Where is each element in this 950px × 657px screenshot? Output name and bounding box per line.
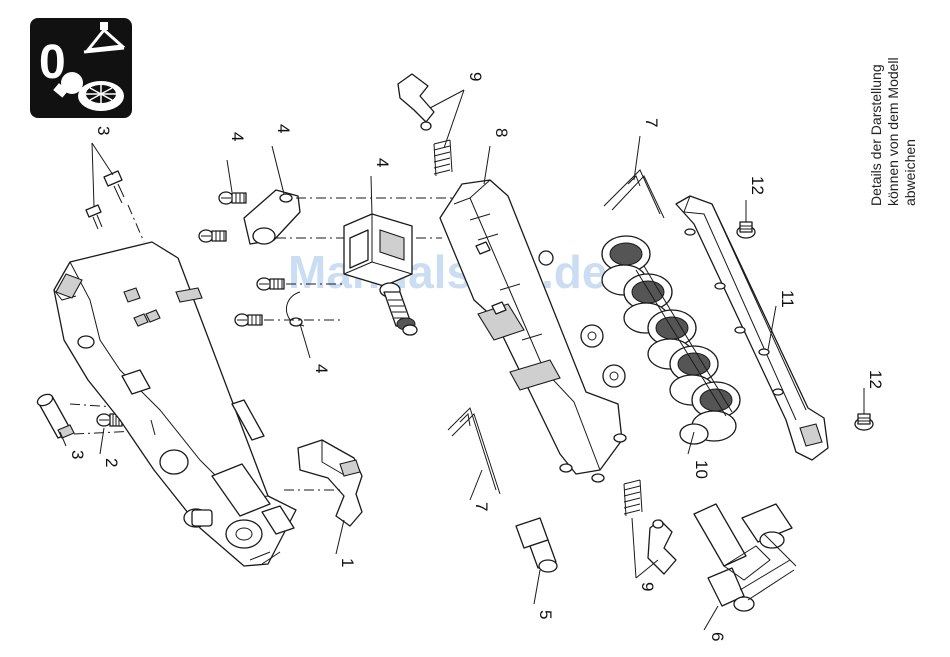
label-4-clip: 4 bbox=[312, 364, 331, 373]
label-1: 1 bbox=[338, 558, 357, 567]
label-9-top: 9 bbox=[466, 72, 485, 81]
label-3-top: 3 bbox=[94, 126, 113, 135]
note-line-1: Details der Darstellung bbox=[868, 64, 884, 206]
part-3-screws bbox=[86, 171, 144, 242]
label-2: 2 bbox=[102, 458, 121, 467]
label-7-top: 7 bbox=[642, 118, 661, 127]
part-6-truck bbox=[694, 504, 796, 611]
label-7-bottom: 7 bbox=[472, 502, 491, 511]
label-11: 11 bbox=[778, 290, 797, 308]
label-4-bracket: 4 bbox=[274, 124, 293, 133]
label-6: 6 bbox=[708, 632, 727, 641]
function-badge: 0 bbox=[30, 18, 132, 118]
label-12-bottom: 12 bbox=[866, 370, 885, 389]
part-5-lamp bbox=[516, 518, 557, 572]
label-4-screw: 4 bbox=[228, 132, 247, 141]
wheel-icon bbox=[78, 81, 124, 111]
label-9-bottom: 9 bbox=[638, 582, 657, 591]
note-line-2: können von dem Modell bbox=[885, 57, 901, 206]
part-4-motor bbox=[344, 214, 417, 335]
label-12-top: 12 bbox=[748, 176, 767, 195]
drawing-note: Details der Darstellung können von dem M… bbox=[868, 57, 918, 206]
part-1-bracket bbox=[284, 440, 362, 526]
label-8: 8 bbox=[492, 128, 511, 137]
note-line-3: abweichen bbox=[902, 139, 918, 206]
label-4-motor: 4 bbox=[373, 158, 392, 167]
locomotive-body bbox=[54, 242, 296, 566]
label-5: 5 bbox=[536, 610, 555, 619]
label-10: 10 bbox=[692, 460, 711, 479]
watermark: ManualsLib.de bbox=[288, 246, 607, 298]
label-3-bottom: 3 bbox=[68, 450, 87, 459]
